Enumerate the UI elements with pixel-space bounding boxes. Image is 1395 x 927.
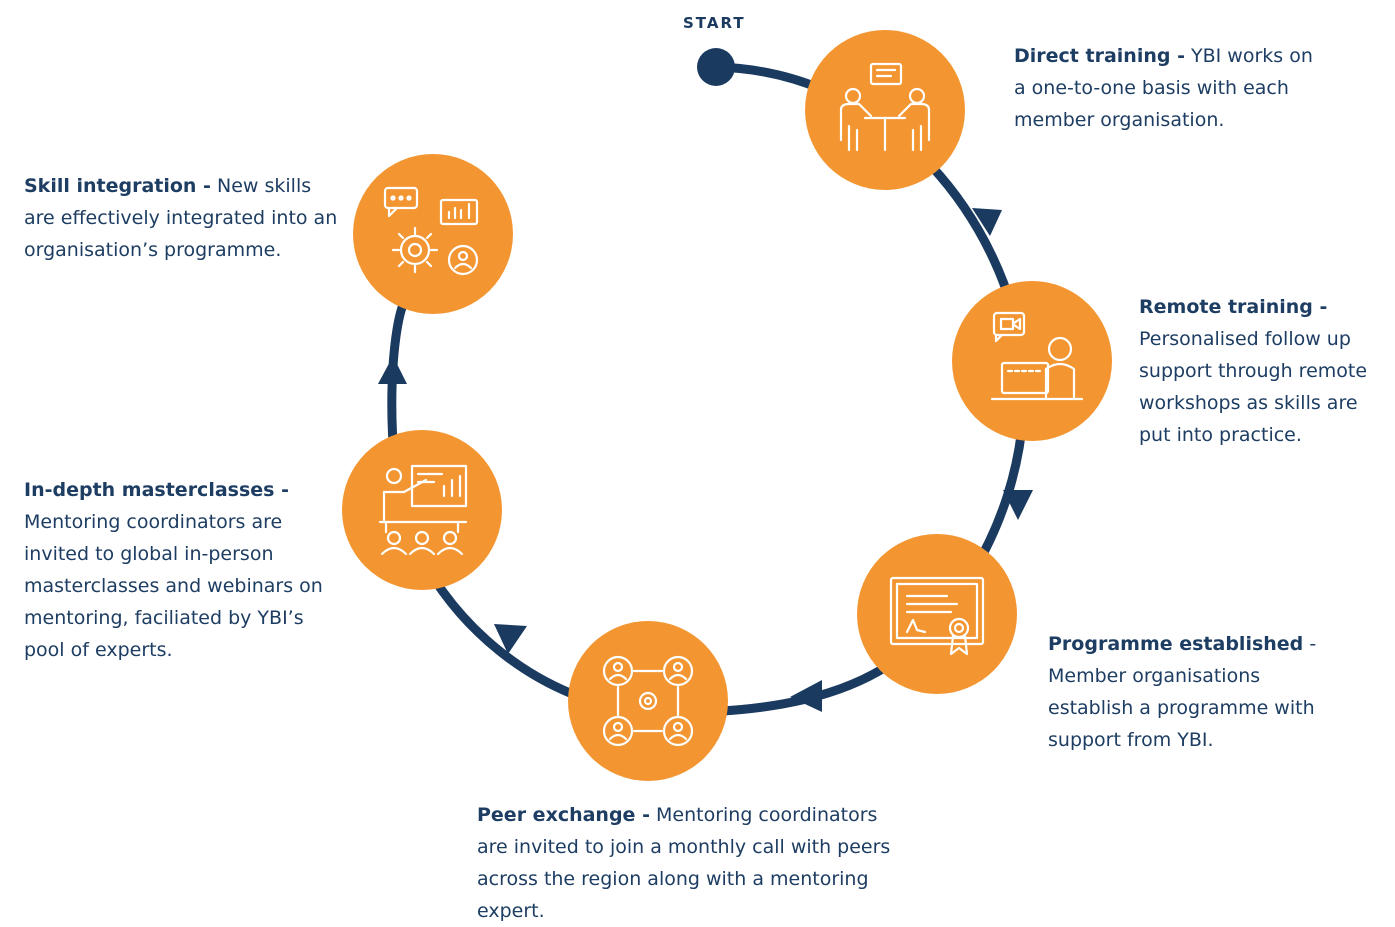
arrow-head: [378, 356, 407, 384]
step-text-direct-training: Direct training - YBI works on a one-to-…: [1014, 40, 1324, 136]
step-node-direct-training: [805, 30, 965, 190]
step-body: Personalised follow up support through r…: [1139, 328, 1368, 446]
arrow-head: [494, 624, 527, 654]
step-text-programme-established: Programme established - Member organisat…: [1048, 628, 1348, 756]
step-title: Peer exchange -: [477, 804, 650, 826]
arrow-head: [790, 680, 822, 712]
step-node-skill-integration: [353, 154, 513, 314]
step-title: Programme established: [1048, 633, 1304, 655]
certificate-icon: [889, 576, 985, 656]
step-title: Skill integration -: [24, 175, 211, 197]
presentation-icon: [378, 464, 468, 556]
step-body: Mentoring coordinators are invited to gl…: [24, 511, 323, 661]
step-title: In-depth masterclasses -: [24, 479, 289, 501]
step-body: New skills are effectively integrated in…: [24, 175, 338, 261]
step-title: Remote training -: [1139, 296, 1328, 318]
step-text-remote-training: Remote training - Personalised follow up…: [1139, 291, 1389, 451]
step-text-masterclasses: In-depth masterclasses - Mentoring coord…: [24, 474, 324, 666]
arrow-head: [1003, 490, 1033, 520]
step-body: - Member organisations establish a progr…: [1048, 633, 1317, 751]
network-icon: [602, 655, 694, 747]
step-text-peer-exchange: Peer exchange - Mentoring coordinators a…: [477, 799, 907, 927]
step-node-masterclasses: [342, 430, 502, 590]
start-label: START: [683, 14, 746, 32]
step-body: YBI works on a one-to-one basis with eac…: [1014, 45, 1313, 131]
step-node-remote-training: [952, 281, 1112, 441]
step-body: Mentoring coordinators are invited to jo…: [477, 804, 891, 922]
step-node-programme-established: [857, 534, 1017, 694]
meeting-icon: [839, 62, 931, 152]
video-call-icon: [990, 311, 1084, 401]
arrow-head: [972, 208, 1002, 236]
step-title: Direct training -: [1014, 45, 1185, 67]
start-dot: [697, 48, 735, 86]
step-node-peer-exchange: [568, 621, 728, 781]
gear-chart-icon: [383, 186, 479, 276]
step-text-skill-integration: Skill integration - New skills are effec…: [24, 170, 344, 266]
